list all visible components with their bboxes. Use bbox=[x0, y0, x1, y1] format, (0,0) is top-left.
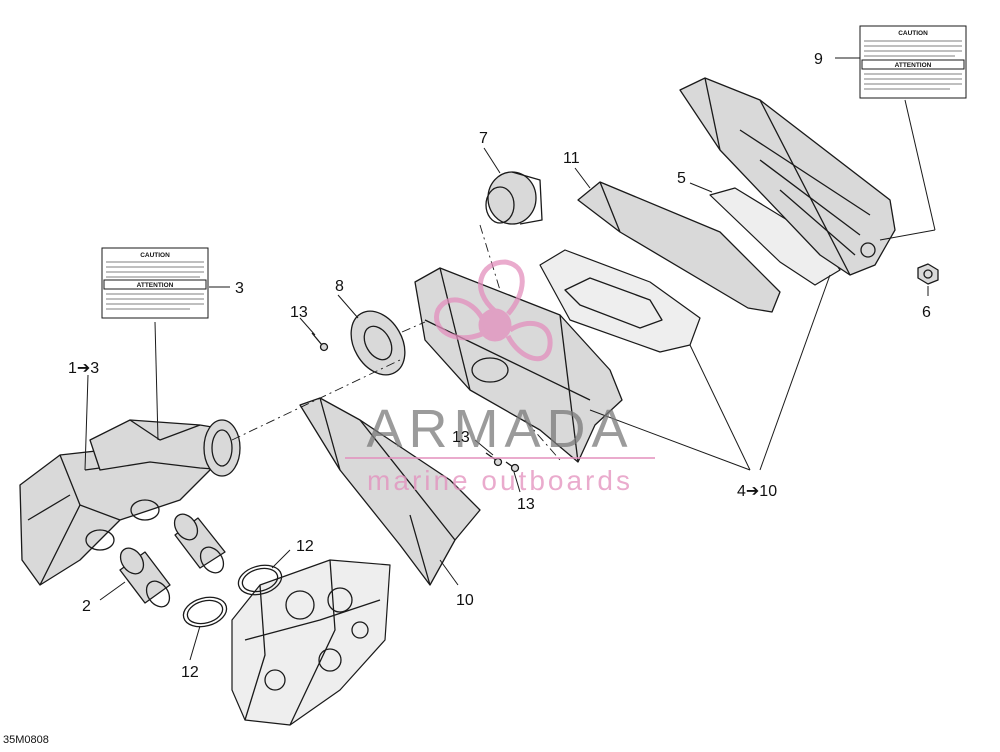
label-left-caution: CAUTION bbox=[140, 252, 170, 259]
lower-foam-filter bbox=[299, 397, 481, 586]
warning-label-right: CAUTION ATTENTION bbox=[859, 25, 967, 99]
watermark-brand: ARMADA bbox=[366, 399, 633, 459]
callouts: 1➔3 2 3 4➔10 5 6 7 8 9 10 11 12 12 13 13… bbox=[68, 51, 931, 681]
callout-13-upper: 13 bbox=[290, 304, 308, 321]
grommet-ring bbox=[350, 310, 406, 376]
foam-strip bbox=[709, 187, 841, 286]
cover-plate bbox=[577, 181, 781, 313]
figure-code: 35M0808 bbox=[3, 734, 49, 746]
nut bbox=[917, 263, 939, 285]
callout-12-lower: 12 bbox=[181, 664, 199, 681]
drain-cap bbox=[485, 171, 543, 225]
callout-1-to-3: 1➔3 bbox=[68, 360, 99, 377]
engine-block bbox=[231, 559, 391, 726]
propeller-logo-icon bbox=[434, 259, 553, 362]
label-right-caution: CAUTION bbox=[898, 30, 928, 37]
label-right-attention: ATTENTION bbox=[895, 62, 932, 69]
airbox-upper-housing bbox=[679, 77, 896, 276]
callout-8: 8 bbox=[335, 278, 344, 295]
callout-13-middle: 13 bbox=[452, 429, 470, 446]
callout-3: 3 bbox=[235, 280, 244, 297]
callout-13-lower: 13 bbox=[517, 496, 535, 513]
screw-upper bbox=[311, 332, 329, 352]
clamp-upper bbox=[237, 564, 283, 596]
clamp-lower bbox=[182, 596, 228, 628]
watermark: ARMADA marine outboards bbox=[345, 259, 655, 496]
leader-lines bbox=[84, 57, 936, 661]
sleeve-right bbox=[173, 513, 226, 574]
callout-7: 7 bbox=[479, 130, 488, 147]
intake-snorkel bbox=[89, 419, 241, 477]
callout-6: 6 bbox=[922, 304, 931, 321]
callout-9: 9 bbox=[814, 51, 823, 68]
screw-middle-b bbox=[505, 461, 520, 473]
sleeve-left bbox=[119, 547, 171, 608]
callout-2: 2 bbox=[82, 598, 91, 615]
watermark-tagline: marine outboards bbox=[367, 465, 633, 496]
callout-4-to-10: 4➔10 bbox=[737, 483, 777, 500]
callout-5: 5 bbox=[677, 170, 686, 187]
label-left-attention: ATTENTION bbox=[137, 282, 174, 289]
assembly-lines bbox=[231, 224, 561, 461]
callout-10: 10 bbox=[456, 592, 474, 609]
filter-element bbox=[539, 249, 701, 353]
callout-11: 11 bbox=[563, 150, 580, 167]
callout-12-upper: 12 bbox=[296, 538, 314, 555]
warning-label-left: CAUTION ATTENTION bbox=[101, 247, 209, 319]
